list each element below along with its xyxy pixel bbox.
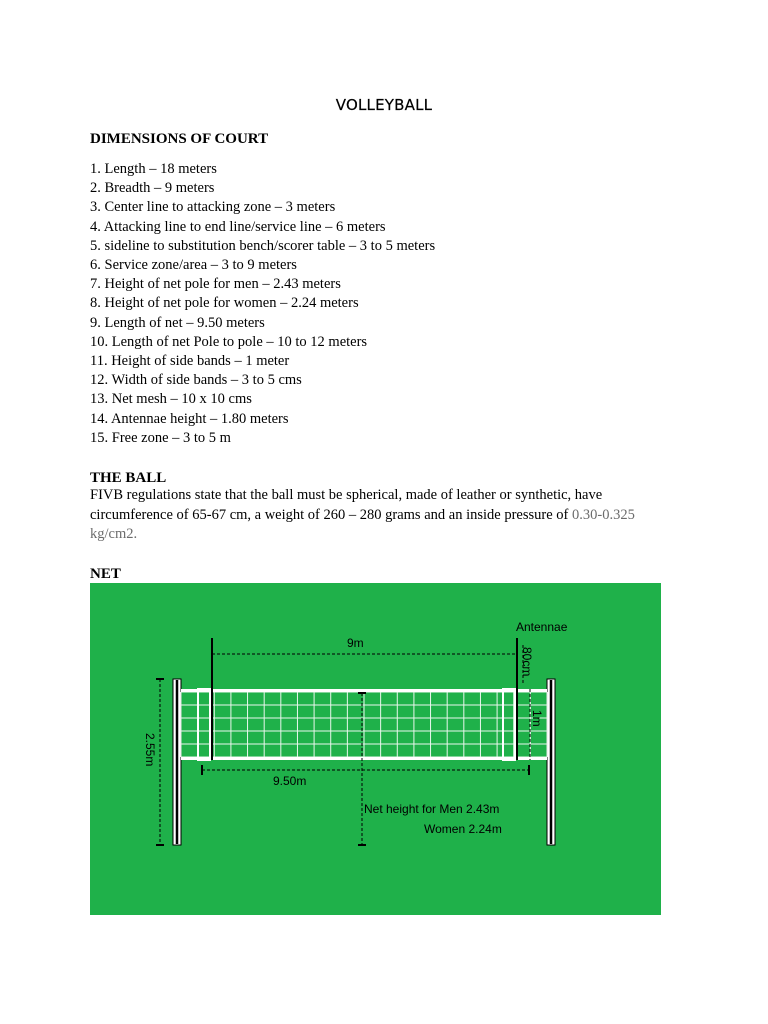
net-top-band — [181, 689, 547, 692]
dimension-item: 2. Breadth – 9 meters — [90, 180, 215, 197]
dimension-item: 14. Antennae height – 1.80 meters — [90, 410, 289, 427]
net-heading: NET — [90, 566, 121, 582]
label-net-height-women: Women 2.24m — [424, 822, 502, 836]
page-title: VOLLEYBALL — [335, 96, 433, 114]
label-255m: 2.55m — [143, 733, 157, 766]
net-mesh — [180, 691, 548, 758]
dimension-item: 5. sideline to substitution bench/scorer… — [90, 237, 436, 254]
net-diagram: 9m Antennae 80cm 1m 2.55m 9.50m Net heig… — [90, 583, 661, 915]
court-dimensions-heading: DIMENSIONS OF COURT — [90, 131, 269, 147]
label-9m: 9m — [347, 636, 364, 650]
label-80cm: 80cm — [520, 647, 534, 676]
dimension-item: 7. Height of net pole for men – 2.43 met… — [90, 276, 341, 293]
dimension-item: 11. Height of side bands – 1 meter — [90, 353, 290, 370]
dimension-item: 10. Length of net Pole to pole – 10 to 1… — [90, 333, 368, 350]
dimension-item: 1. Length – 18 meters — [90, 161, 217, 177]
dimension-item: 6. Service zone/area – 3 to 9 meters — [90, 257, 297, 274]
right-side-band — [502, 688, 516, 761]
label-antennae: Antennae — [516, 620, 568, 634]
net-bottom-band — [181, 757, 547, 760]
ball-pressure-value: 0.30-0.325 kg/cm2. — [90, 506, 635, 543]
ball-heading: THE BALL — [90, 470, 167, 486]
dimension-item: 9. Length of net – 9.50 meters — [90, 314, 265, 331]
left-side-band — [197, 688, 211, 761]
court-dimensions-list: 1. Length – 18 meters 2. Breadth – 9 mete… — [90, 160, 435, 448]
ball-description-text: FIVB regulations state that the ball mus… — [90, 487, 603, 523]
label-1m: 1m — [530, 710, 544, 727]
dimension-item: 4. Attacking line to end line/service li… — [90, 218, 386, 235]
label-net-height-men: Net height for Men 2.43m — [364, 802, 499, 816]
ball-description: FIVB regulations state that the ball mus… — [90, 486, 670, 545]
label-950m: 9.50m — [273, 774, 306, 788]
dimension-item: 3. Center line to attacking zone – 3 met… — [90, 199, 336, 216]
dimension-item: 12. Width of side bands – 3 to 5 cms — [90, 372, 302, 389]
dimension-item: 8. Height of net pole for women – 2.24 m… — [90, 295, 359, 312]
dimension-item: 15. Free zone – 3 to 5 m — [90, 429, 231, 446]
dimension-item: 13. Net mesh – 10 x 10 cms — [90, 391, 252, 408]
net-diagram-svg: 9m Antennae 80cm 1m 2.55m 9.50m Net heig… — [143, 620, 568, 846]
